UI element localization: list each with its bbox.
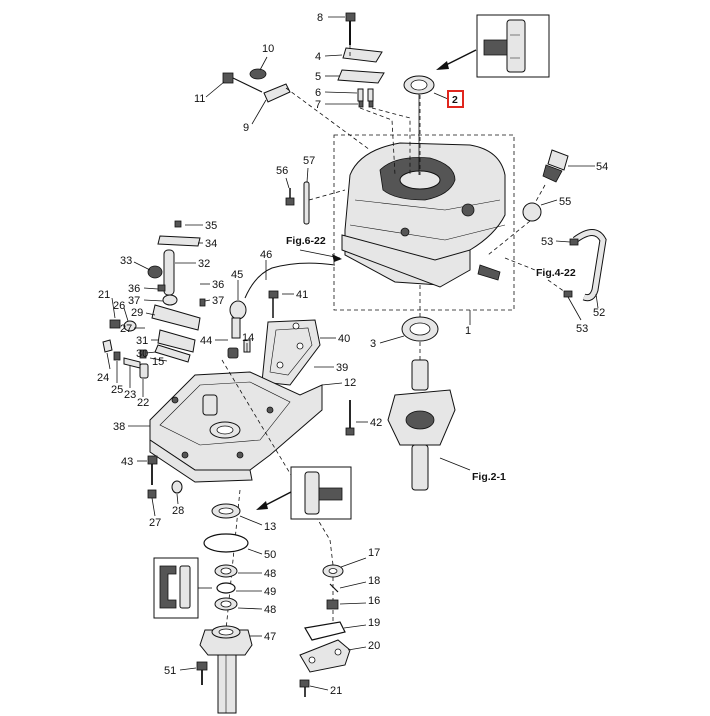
callout-34: 34 [205, 238, 217, 250]
lever-assembly [102, 319, 149, 379]
ref-fig-2-1: Fig.2-1 [472, 471, 506, 483]
callout-20: 20 [368, 640, 380, 652]
callout-41: 41 [296, 289, 308, 301]
highlighted-callout-box [447, 90, 464, 108]
lower-seal-inset [256, 466, 352, 520]
callout-21-right: 21 [330, 685, 342, 697]
callout-26: 26 [113, 300, 125, 312]
callout-2: 2 [452, 94, 458, 106]
callout-30: 30 [136, 348, 148, 360]
cover-plate [261, 319, 321, 386]
bolt-42 [345, 427, 355, 436]
callout-3: 3 [370, 338, 376, 350]
callout-4: 4 [315, 51, 321, 63]
callout-13: 13 [264, 521, 276, 533]
ref-fig-4-22: Fig.4-22 [536, 267, 576, 279]
control-link-group [147, 220, 206, 363]
assembly-boundary-box [333, 134, 515, 311]
crankcase [149, 371, 323, 483]
callout-50: 50 [264, 549, 276, 561]
bolt-51 [196, 661, 208, 671]
callout-28: 28 [172, 505, 184, 517]
callout-7: 7 [315, 99, 321, 111]
callout-23: 23 [124, 389, 136, 401]
callout-48-lower: 48 [264, 604, 276, 616]
callout-29: 29 [131, 307, 143, 319]
callout-25: 25 [111, 384, 123, 396]
callout-39: 39 [336, 362, 348, 374]
callout-15: 15 [152, 356, 164, 368]
callout-36-left: 36 [128, 283, 140, 295]
gasket-50 [203, 533, 249, 553]
callout-31: 31 [136, 335, 148, 347]
callout-53-lower: 53 [576, 323, 588, 335]
callout-42: 42 [370, 417, 382, 429]
callout-19: 19 [368, 617, 380, 629]
callout-36-right: 36 [212, 279, 224, 291]
callout-33: 33 [120, 255, 132, 267]
callout-45: 45 [231, 269, 243, 281]
callout-32: 32 [198, 258, 210, 270]
bearing-inset [153, 557, 212, 619]
callout-14: 14 [242, 332, 254, 344]
callout-21-left: 21 [98, 289, 110, 301]
callout-43: 43 [121, 456, 133, 468]
callout-9: 9 [243, 122, 249, 134]
callout-52: 52 [593, 307, 605, 319]
lower-housing [199, 625, 253, 714]
seal-orientation-inset [436, 14, 550, 78]
callout-11: 11 [194, 93, 205, 105]
crankshaft [387, 359, 456, 491]
callout-27-lower: 27 [149, 517, 161, 529]
callout-1: 1 [465, 325, 471, 337]
bolt-43 [147, 455, 158, 465]
callout-24: 24 [97, 372, 109, 384]
callout-16: 16 [368, 595, 380, 607]
callout-10: 10 [262, 43, 274, 55]
cable-assembly [227, 262, 336, 359]
callout-47: 47 [264, 631, 276, 643]
upper-casing [341, 142, 506, 288]
callout-46: 46 [260, 249, 272, 261]
callout-53-upper: 53 [541, 236, 553, 248]
callout-6: 6 [315, 87, 321, 99]
callout-54: 54 [596, 161, 608, 173]
bearing-stack [214, 564, 238, 611]
callout-27-upper: 27 [120, 323, 132, 335]
callout-40: 40 [338, 333, 350, 345]
callout-8: 8 [317, 12, 323, 24]
callout-12: 12 [344, 377, 356, 389]
bracket-assembly [222, 68, 291, 103]
callout-56: 56 [276, 165, 288, 177]
callout-22: 22 [137, 397, 149, 409]
callout-38: 38 [113, 421, 125, 433]
callout-37-right: 37 [212, 295, 224, 307]
dipstick-assembly [522, 149, 569, 222]
bolt-and-rod [285, 181, 310, 225]
plates-and-pins [337, 12, 411, 176]
callout-51: 51 [164, 665, 176, 677]
water-pump-group [299, 564, 351, 697]
callout-55: 55 [559, 196, 571, 208]
callout-44: 44 [200, 335, 212, 347]
bearing-3 [401, 316, 439, 342]
callout-17: 17 [368, 547, 380, 559]
callout-57: 57 [303, 155, 315, 167]
callout-35: 35 [205, 220, 217, 232]
ref-fig-6-22: Fig.6-22 [286, 235, 326, 247]
callout-48-upper: 48 [264, 568, 276, 580]
callout-5: 5 [315, 71, 321, 83]
callout-49: 49 [264, 586, 276, 598]
callout-18: 18 [368, 575, 380, 587]
callout-37-left: 37 [128, 295, 140, 307]
